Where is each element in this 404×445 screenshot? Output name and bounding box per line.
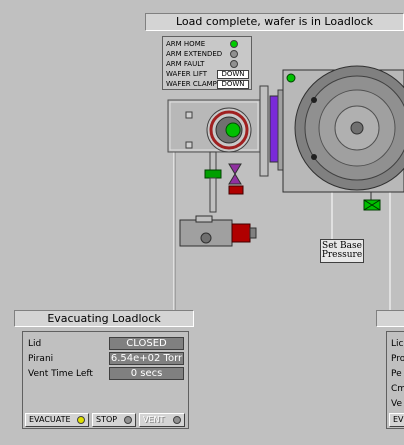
transfer-chamber-icon[interactable]: [282, 65, 404, 193]
evacuate-button[interactable]: EVACUATE: [25, 413, 89, 427]
wafer-clamp-label: WAFER CLAMP: [166, 80, 217, 88]
roughing-pump-icon[interactable]: [179, 215, 257, 247]
lid-value: CLOSED: [109, 337, 184, 350]
evacuate-led-icon: [77, 416, 85, 424]
set-base-pressure-button[interactable]: Set Base Pressure: [320, 239, 364, 263]
wafer-lift-state: DOWN: [217, 70, 249, 79]
set-base-pressure-line1: Set Base: [322, 241, 362, 251]
arm-fault-row: ARM FAULT: [166, 59, 204, 69]
arm-home-led-icon: [230, 40, 238, 48]
stop-led-icon: [124, 416, 132, 424]
set-base-pressure-line2: Pressure: [321, 250, 363, 260]
right-panel-label-1: Lic: [391, 339, 404, 349]
roughing-valve-icon[interactable]: [204, 169, 222, 179]
vent-led-icon: [173, 416, 181, 424]
vent-button[interactable]: VENT: [139, 413, 185, 427]
right-panel: Lic Pro Pe Cm Ve EV: [386, 331, 404, 429]
right-panel-label-3: Pe: [391, 369, 402, 379]
loadlock-chamber-icon[interactable]: [167, 99, 261, 153]
loadlock-panel: Lid CLOSED Pirani 6.54e+02 Torr Vent Tim…: [22, 331, 189, 429]
vent-time-label: Vent Time Left: [28, 369, 93, 379]
stop-button-label: STOP: [96, 415, 118, 424]
arm-home-label: ARM HOME: [166, 40, 206, 48]
status-message: Load complete, wafer is in Loadlock: [175, 15, 374, 28]
arm-status-panel: ARM HOME ARM EXTENDED ARM FAULT WAFER LI…: [162, 36, 252, 90]
right-evacuate-button-label: EV: [393, 415, 404, 424]
pirani-value: 6.54e+02 Torr: [109, 352, 184, 365]
arm-extended-row: ARM EXTENDED: [166, 49, 222, 59]
vent-time-value: 0 secs: [109, 367, 184, 380]
vent-valve-icon[interactable]: [228, 163, 244, 195]
right-panel-label-4: Cm: [391, 384, 404, 394]
right-panel-label-5: Ve: [391, 399, 402, 409]
right-panel-label-2: Pro: [391, 354, 404, 364]
wafer-lift-row: WAFER LIFT: [166, 69, 207, 79]
arm-fault-label: ARM FAULT: [166, 60, 205, 68]
arm-extended-label: ARM EXTENDED: [166, 50, 223, 58]
arm-home-row: ARM HOME: [166, 39, 205, 49]
gauge-valve-icon[interactable]: [363, 199, 381, 211]
wafer-clamp-row: WAFER CLAMP: [166, 79, 217, 89]
arm-fault-led-icon: [230, 60, 238, 68]
pirani-label: Pirani: [28, 354, 54, 364]
wafer-clamp-state: DOWN: [217, 80, 249, 89]
slit-valve-icon[interactable]: [259, 85, 285, 177]
wafer-lift-label: WAFER LIFT: [166, 70, 208, 78]
loadlock-panel-title: Evacuating Loadlock: [14, 310, 194, 327]
vent-button-label: VENT: [143, 415, 165, 424]
arm-extended-led-icon: [230, 50, 238, 58]
evacuate-button-label: EVACUATE: [29, 415, 71, 424]
right-evacuate-button[interactable]: EV: [389, 413, 404, 427]
right-panel-title: [376, 310, 404, 327]
lid-label: Lid: [28, 339, 42, 349]
status-message-bar: Load complete, wafer is in Loadlock: [145, 13, 404, 31]
stop-button[interactable]: STOP: [92, 413, 136, 427]
